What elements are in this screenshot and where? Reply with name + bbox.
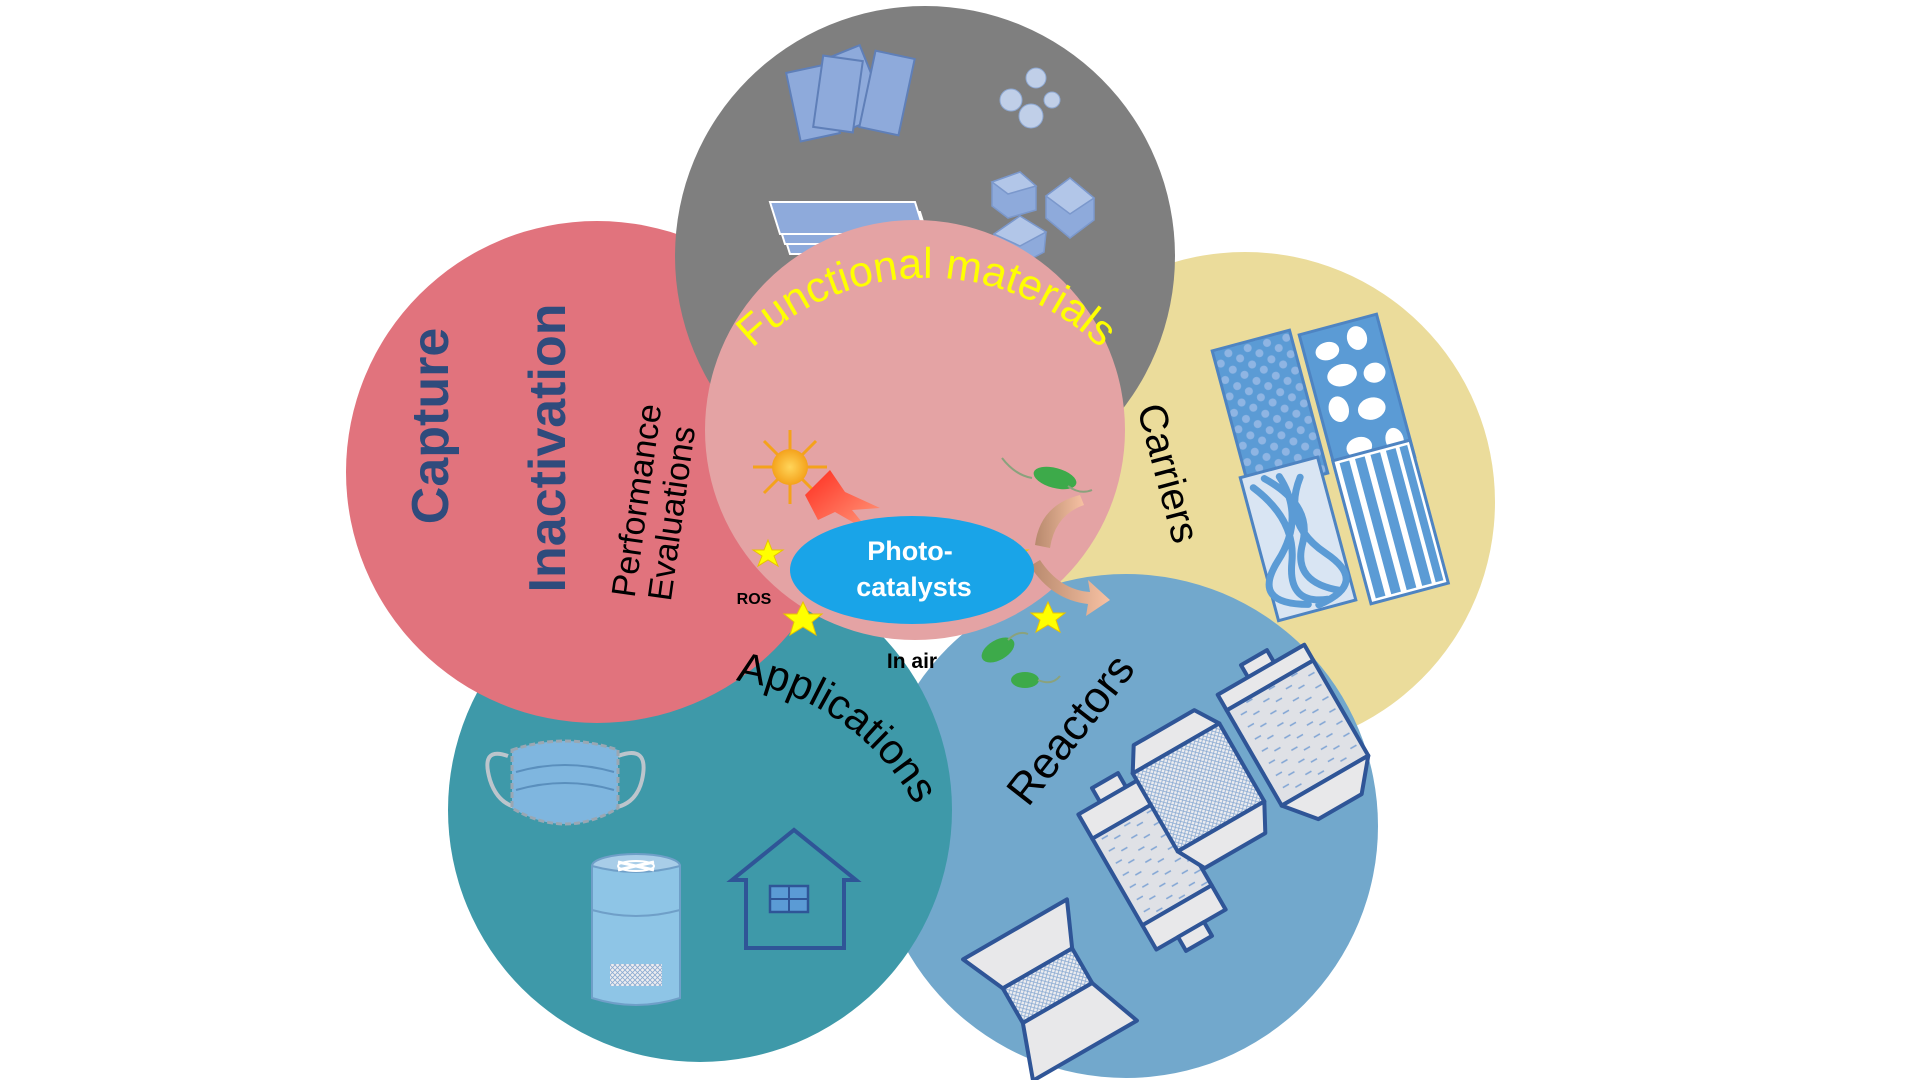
photocatalyst-ellipse: [790, 516, 1034, 624]
in-air-label: In air: [887, 650, 937, 673]
bacteria-icon: [981, 631, 1061, 688]
ros-label: ROS: [737, 591, 772, 608]
nanoparticle-icon: [999, 67, 1061, 129]
face-mask-icon: [485, 739, 646, 826]
nanorods-icon: [784, 43, 916, 143]
porous-carrier-icon: [1210, 312, 1451, 623]
reactor-icon: [961, 642, 1371, 1080]
house-icon: [726, 827, 862, 950]
bacteria-icon: [1001, 457, 1093, 493]
capture-label: Capture: [402, 328, 460, 524]
lightning-icon: [805, 470, 880, 532]
inactivation-label: Inactivation: [519, 304, 577, 593]
center-circle: [705, 220, 1125, 640]
photocatalyst-label-line2: catalysts: [856, 572, 972, 602]
reaction-arrow: [1035, 495, 1084, 548]
reaction-arrow: [1030, 560, 1110, 616]
sun-icon: [753, 430, 827, 504]
nanocube-icon: [990, 171, 1096, 267]
air-purifier-icon: [591, 853, 681, 1006]
photocatalyst-label-line1: Photo-: [867, 536, 952, 566]
